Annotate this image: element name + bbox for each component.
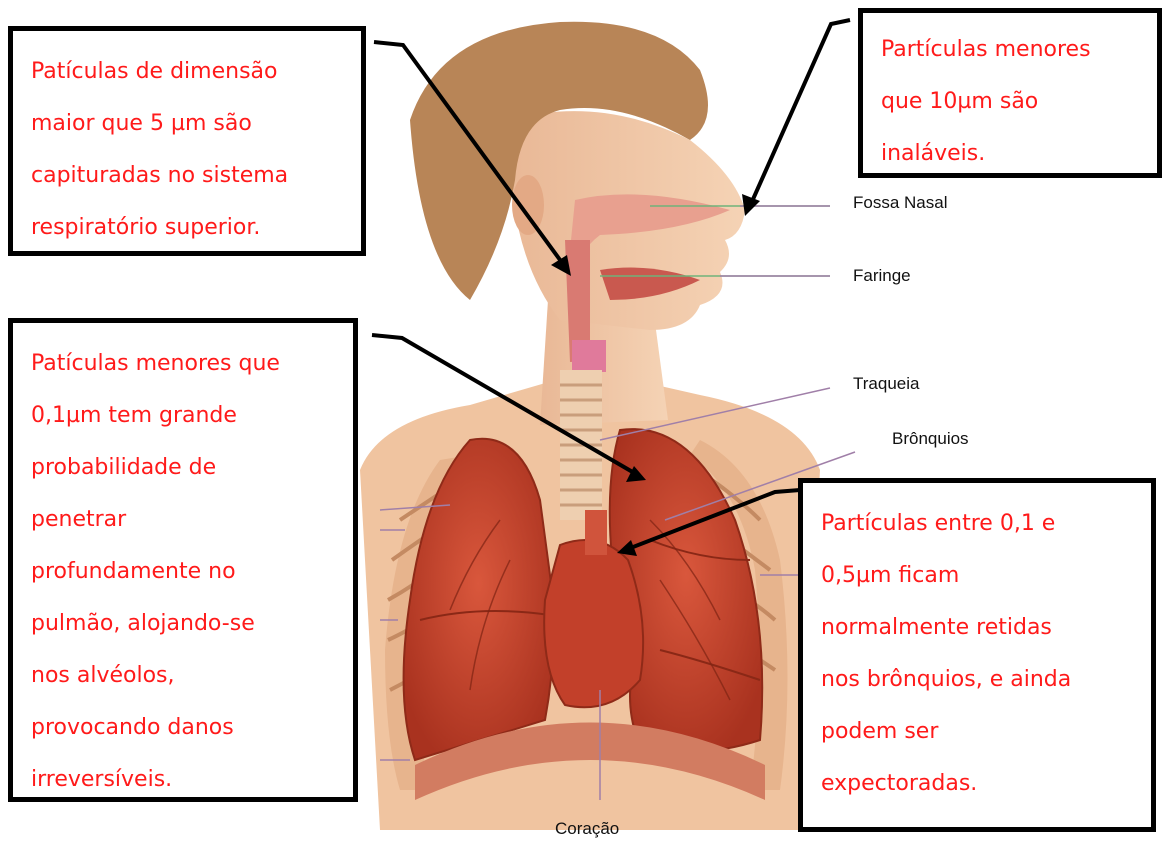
- callout-upper-respiratory: Patículas de dimensão maior que 5 µm são…: [8, 26, 366, 256]
- callout-line: podem ser: [821, 721, 938, 743]
- callout-line: normalmente retidas: [821, 617, 1052, 639]
- label-coracao: Coração: [555, 819, 619, 839]
- label-fossa-nasal: Fossa Nasal: [853, 193, 947, 213]
- callout-line: nos brônquios, e ainda: [821, 669, 1071, 691]
- callout-line: irreversíveis.: [31, 769, 172, 791]
- callout-inhalable: Partículas menores que 10µm são inalávei…: [858, 8, 1162, 178]
- callout-line: Partículas entre 0,1 e: [821, 513, 1055, 535]
- callout-line: que 10µm são: [881, 91, 1038, 113]
- callout-line: expectoradas.: [821, 773, 977, 795]
- callout-line: provocando danos: [31, 717, 234, 739]
- callout-line: penetrar: [31, 509, 126, 531]
- callout-line: pulmão, alojando-se: [31, 613, 255, 635]
- callout-line: Patículas menores que: [31, 353, 280, 375]
- heart: [544, 540, 643, 707]
- callout-line: 0,5µm ficam: [821, 565, 959, 587]
- label-traqueia: Traqueia: [853, 374, 919, 394]
- callout-line: probabilidade de: [31, 457, 216, 479]
- arrow-head-upper-right: [742, 194, 760, 216]
- aorta: [585, 510, 607, 555]
- label-bronquios: Brônquios: [892, 429, 969, 449]
- callout-deep-lung: Patículas menores que 0,1µm tem grande p…: [8, 318, 358, 802]
- ear: [512, 175, 544, 235]
- callout-line: inaláveis.: [881, 143, 985, 165]
- callout-line: respiratório superior.: [31, 217, 260, 239]
- callout-line: Partículas menores: [881, 39, 1091, 61]
- callout-line: 0,1µm tem grande: [31, 405, 237, 427]
- callout-line: capituradas no sistema: [31, 165, 288, 187]
- callout-line: Patículas de dimensão: [31, 61, 277, 83]
- callout-line: maior que 5 µm são: [31, 113, 252, 135]
- callout-line: nos alvéolos,: [31, 665, 175, 687]
- callout-bronchi: Partículas entre 0,1 e 0,5µm ficam norma…: [798, 478, 1156, 832]
- label-faringe: Faringe: [853, 266, 911, 286]
- callout-line: profundamente no: [31, 561, 236, 583]
- larynx: [572, 340, 606, 372]
